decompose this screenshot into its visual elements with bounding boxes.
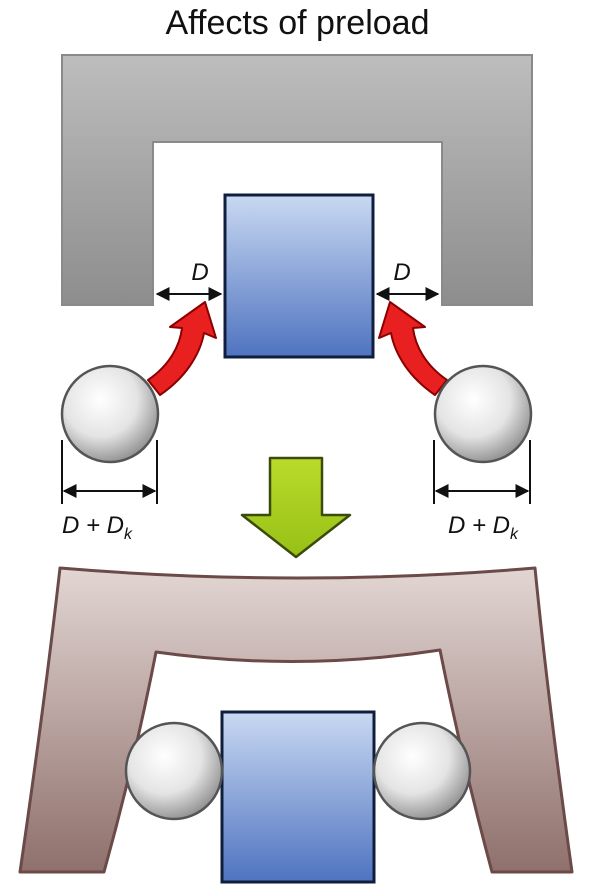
insert-arrow-left	[147, 301, 217, 396]
diagram-title: Affects of preload	[165, 4, 430, 42]
insert-arrow-right	[378, 301, 448, 396]
ball-label-right: D + Dk	[448, 512, 519, 543]
ball-label-left: D + Dk	[62, 512, 133, 543]
sliding-block-top	[223, 193, 375, 359]
housing-deformed	[18, 566, 574, 874]
gap-label-right: D	[393, 259, 410, 286]
ball-left-preloaded	[124, 721, 224, 821]
ball-left	[60, 364, 160, 464]
sliding-block-bottom	[220, 710, 376, 884]
ball-right	[433, 364, 533, 464]
result-down-arrow	[240, 456, 352, 559]
ball-right-preloaded	[372, 721, 472, 821]
housing-top	[61, 54, 533, 306]
gap-label-left: D	[191, 259, 208, 286]
